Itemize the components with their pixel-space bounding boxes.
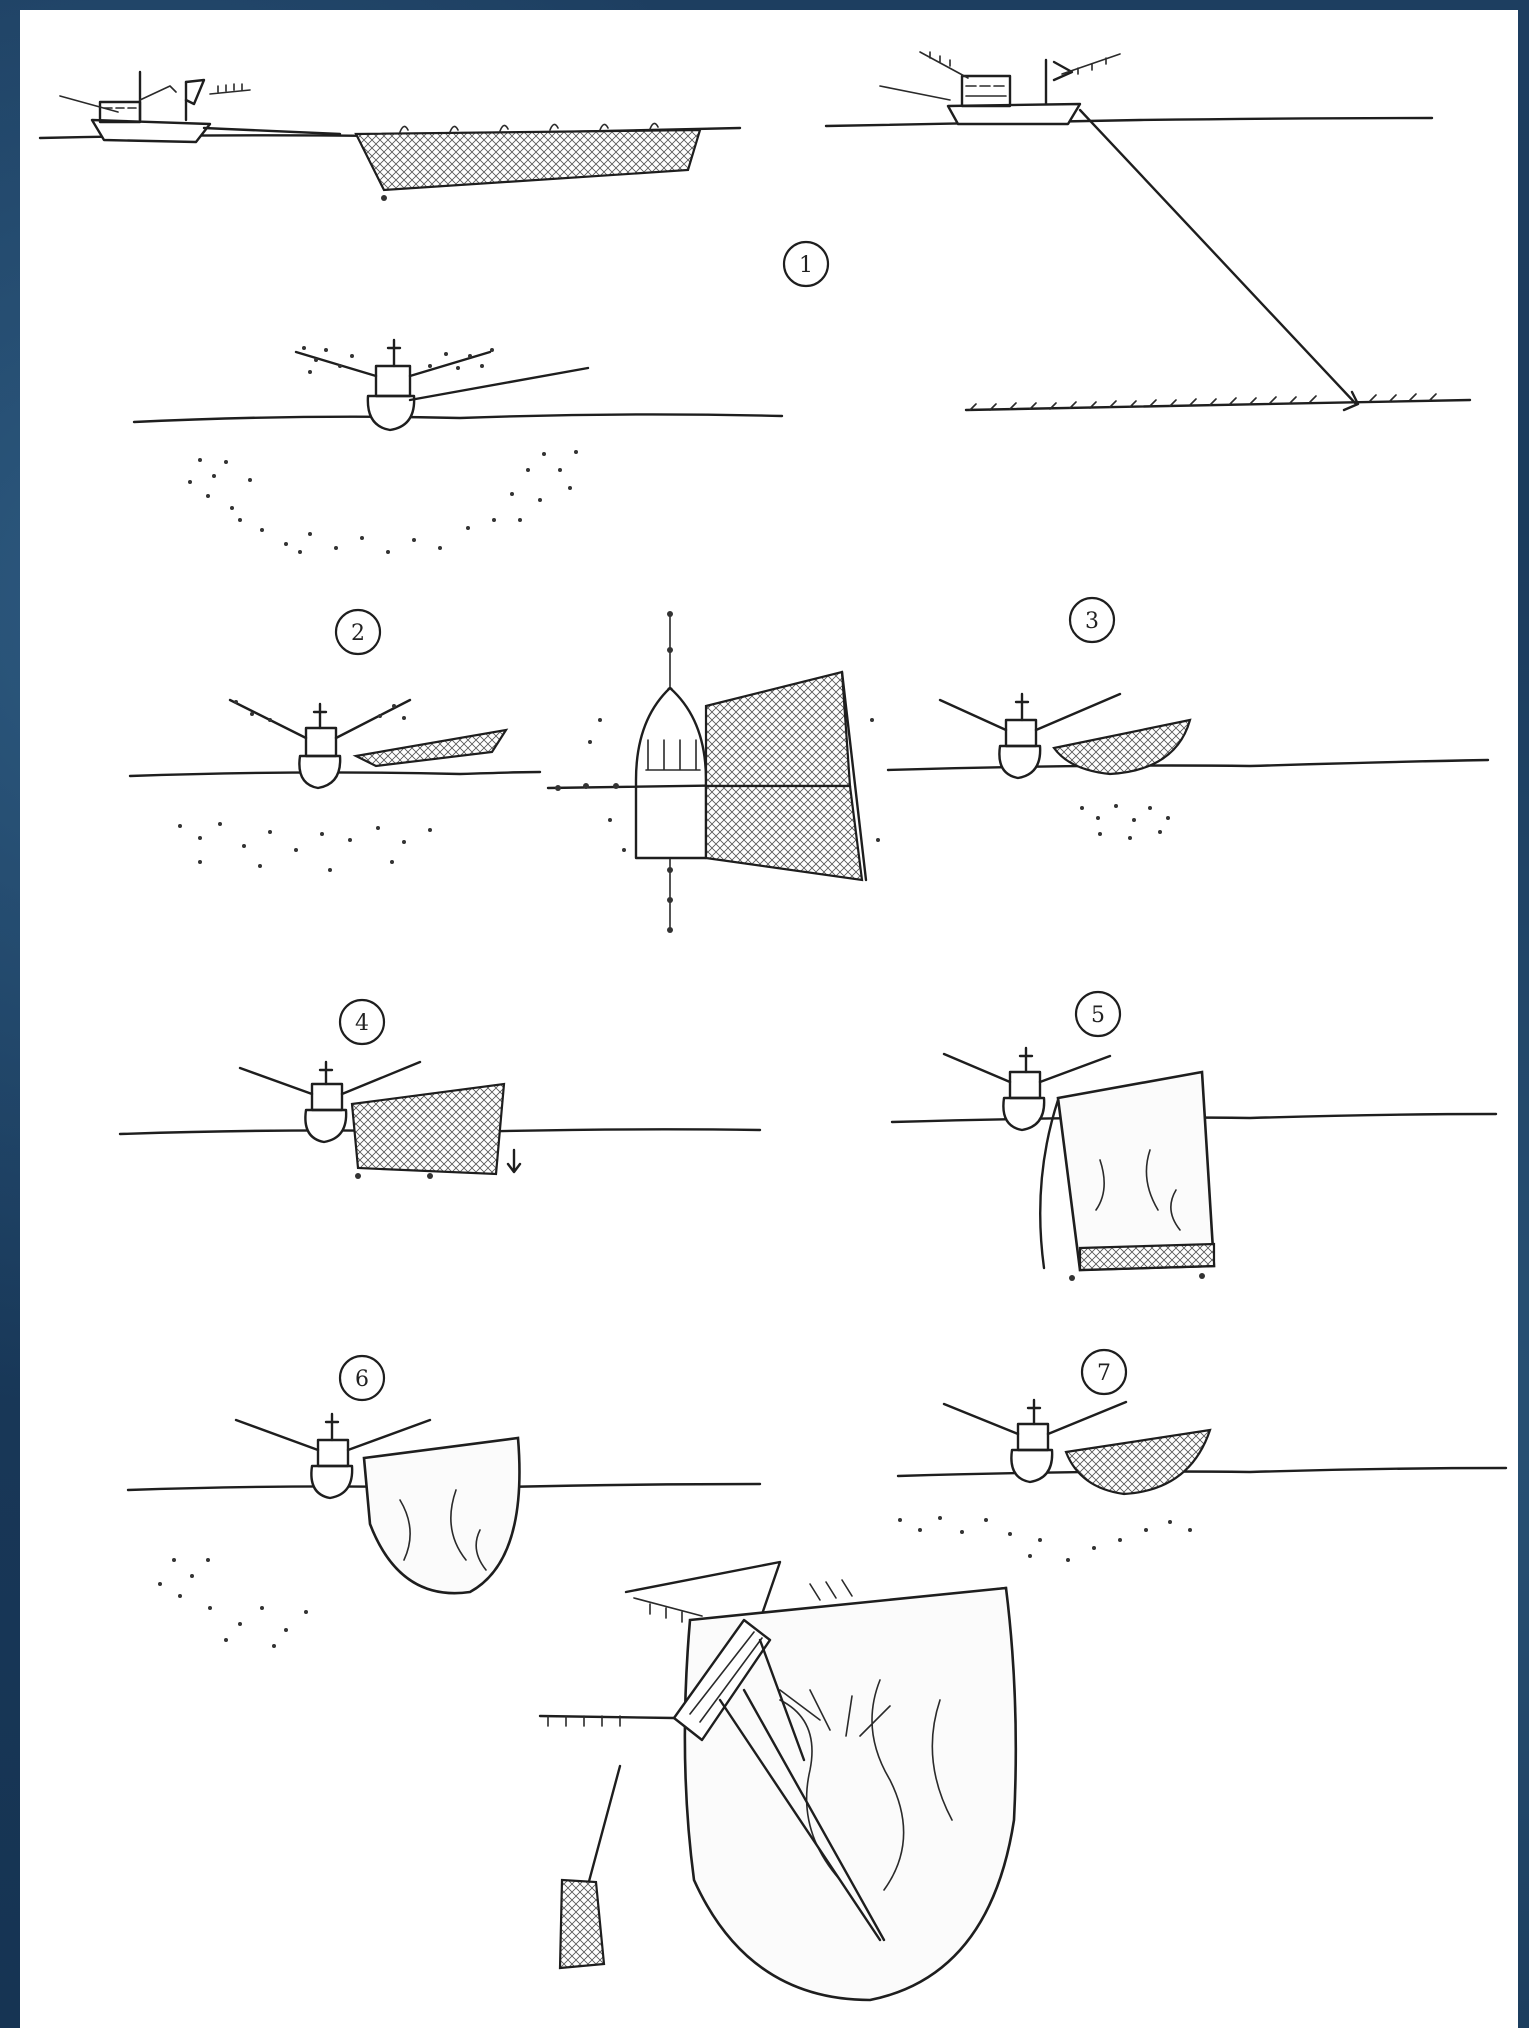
scene-2-net-deployed bbox=[130, 700, 540, 872]
step-5-marker: 5 bbox=[1076, 992, 1120, 1036]
scene-7-catch-boarded bbox=[898, 1400, 1506, 1562]
step-6-marker: 6 bbox=[340, 1356, 384, 1400]
step-4-number: 4 bbox=[355, 1011, 369, 1036]
scene-3-net-closing bbox=[888, 694, 1488, 840]
step-2-number: 2 bbox=[351, 621, 365, 646]
step-3-marker: 3 bbox=[1070, 598, 1114, 642]
step-2-marker: 2 bbox=[336, 610, 380, 654]
step-7-number: 7 bbox=[1097, 1361, 1111, 1386]
top-right-scene bbox=[826, 52, 1470, 410]
scene-1-lights-attract-fish bbox=[134, 340, 782, 554]
scene-4-net-sinking bbox=[120, 1062, 760, 1179]
final-perspective-net bbox=[540, 1562, 1016, 2000]
step-6-number: 6 bbox=[355, 1367, 369, 1392]
step-3-number: 3 bbox=[1085, 609, 1099, 634]
fish-school-1 bbox=[188, 450, 578, 554]
top-left-scene bbox=[40, 72, 740, 201]
scene-5-net-pursed bbox=[892, 1048, 1496, 1281]
step-1-number: 1 bbox=[799, 253, 813, 278]
step-1-marker: 1 bbox=[784, 242, 828, 286]
step-7-marker: 7 bbox=[1082, 1350, 1126, 1394]
step-5-number: 5 bbox=[1091, 1003, 1105, 1028]
scene-2-top-view bbox=[548, 611, 880, 933]
step-4-marker: 4 bbox=[340, 1000, 384, 1044]
